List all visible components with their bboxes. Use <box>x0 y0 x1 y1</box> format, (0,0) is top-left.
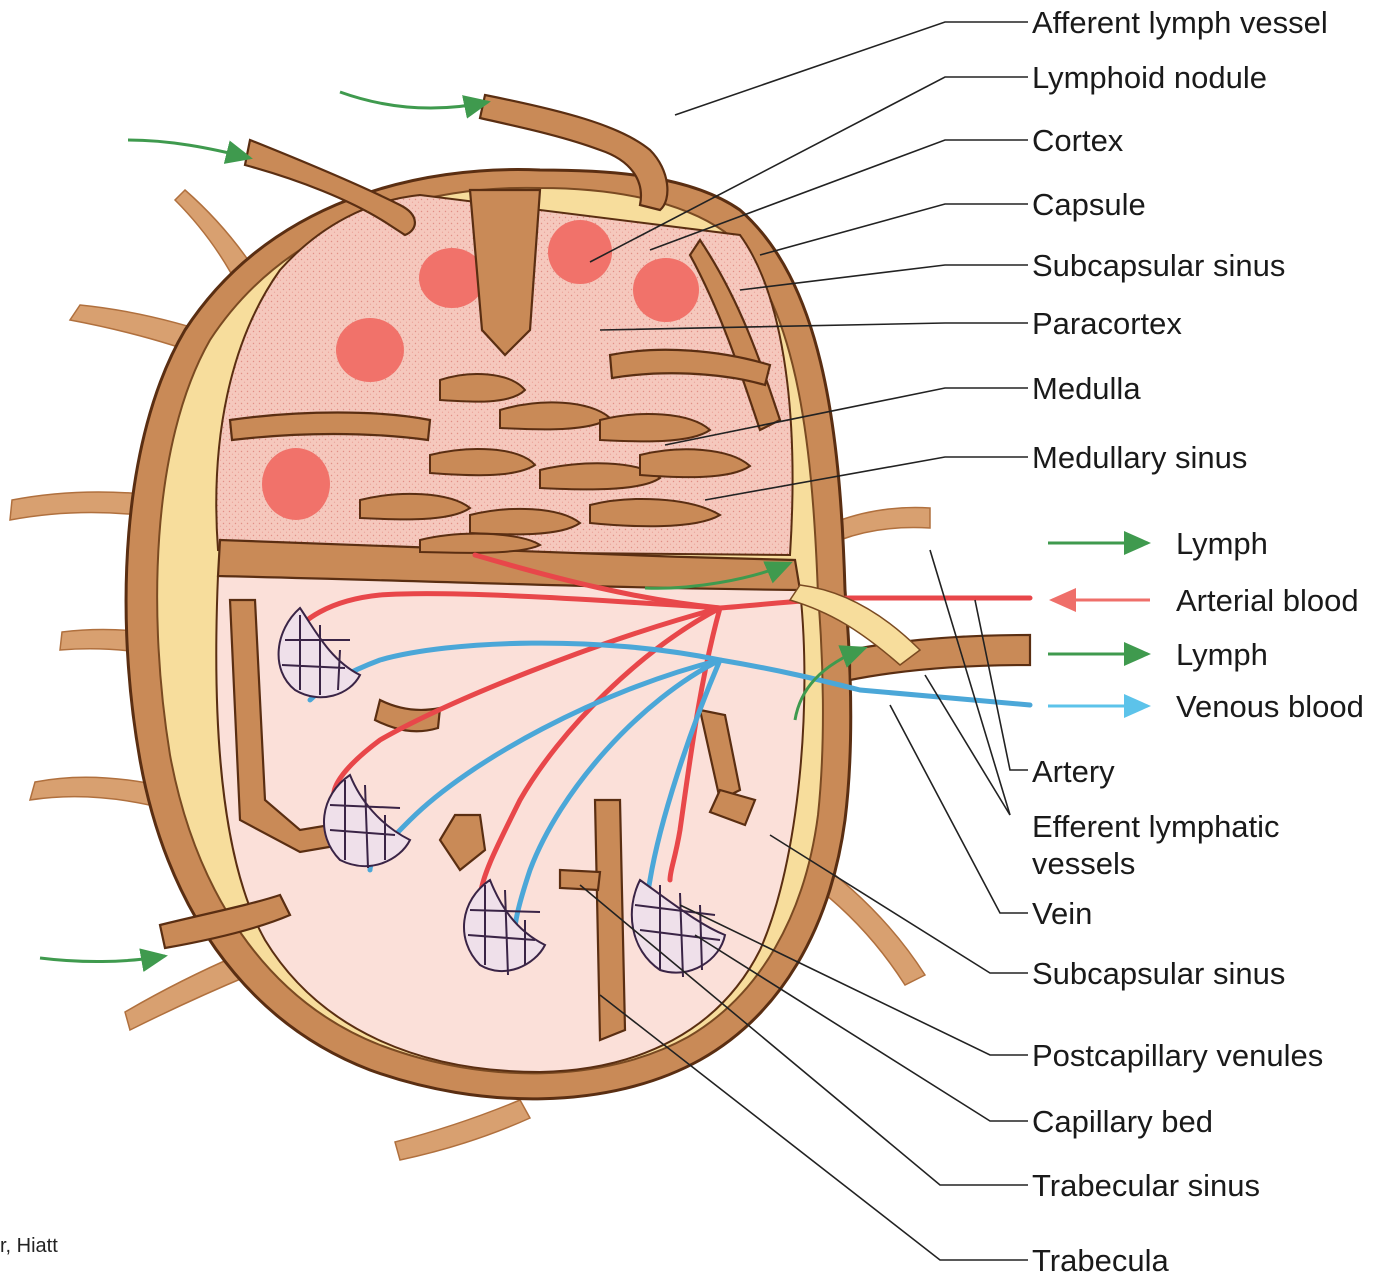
legend-label-venous-blood: Venous blood <box>1176 689 1364 724</box>
label-efferent-lymphatic-line2: vessels <box>1032 846 1135 881</box>
label-trabecular-sinus: Trabecular sinus <box>1032 1168 1260 1203</box>
label-artery: Artery <box>1032 754 1115 789</box>
label-postcapillary-venules: Postcapillary venules <box>1032 1038 1323 1073</box>
label-efferent-lymphatic-line1: Efferent lymphatic <box>1032 809 1280 844</box>
label-cortex: Cortex <box>1032 123 1124 158</box>
label-capsule: Capsule <box>1032 187 1146 222</box>
legend: Lymph Arterial blood Lymph Venous blood <box>1048 526 1364 724</box>
label-subcapsular-sinus-bottom: Subcapsular sinus <box>1032 956 1285 991</box>
legend-label-arterial-blood: Arterial blood <box>1176 583 1359 618</box>
label-vein: Vein <box>1032 896 1092 931</box>
label-medullary-sinus: Medullary sinus <box>1032 440 1247 475</box>
legend-label-lymph-2: Lymph <box>1176 637 1268 672</box>
source-credit: r, Hiatt <box>0 1235 58 1257</box>
label-lymphoid-nodule: Lymphoid nodule <box>1032 60 1267 95</box>
label-subcapsular-sinus-top: Subcapsular sinus <box>1032 248 1285 283</box>
label-afferent-lymph-vessel: Afferent lymph vessel <box>1032 5 1328 40</box>
label-medulla: Medulla <box>1032 371 1141 406</box>
label-paracortex: Paracortex <box>1032 306 1182 341</box>
legend-label-lymph-1: Lymph <box>1176 526 1268 561</box>
label-trabecula: Trabecula <box>1032 1243 1169 1277</box>
label-capillary-bed: Capillary bed <box>1032 1104 1213 1139</box>
